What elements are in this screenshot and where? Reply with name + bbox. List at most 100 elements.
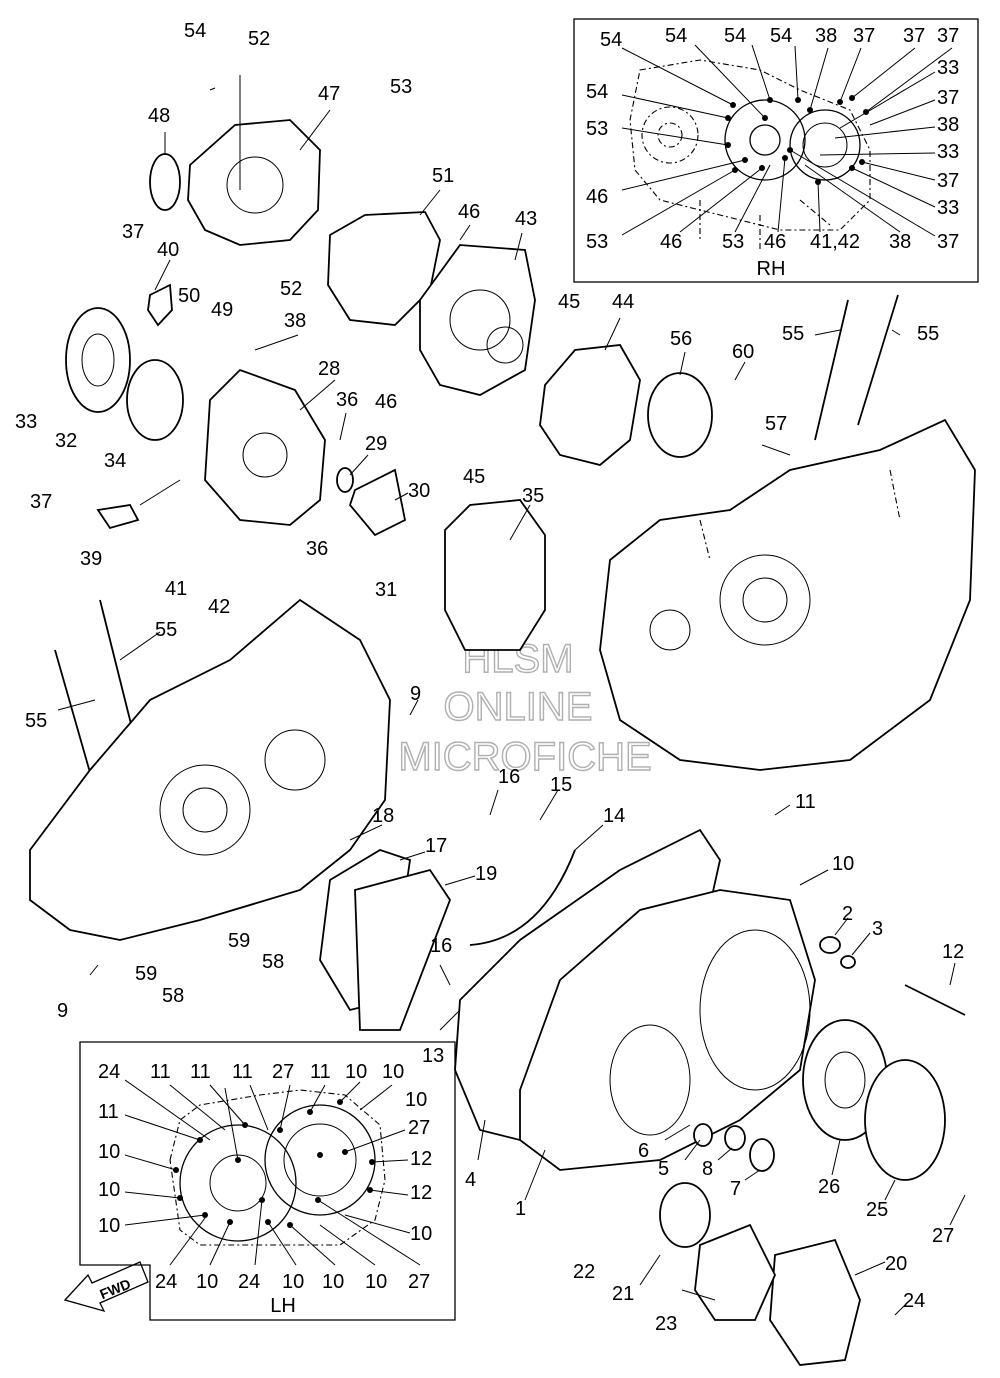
inset-lh-labels: 24 11 11 11 27 11 10 10 11 10 27 10 12 1… [98,1061,432,1317]
part-label: 55 [917,323,939,345]
inset-lh: FWD [63,1041,456,1321]
part-label: 10 [98,1179,120,1201]
part-label: 53 [390,76,412,98]
part-label: 37 [937,87,959,109]
part-label: 27 [932,1225,954,1247]
part-label: 47 [318,83,340,105]
part-label: 16 [430,935,452,957]
part-label: 58 [162,985,184,1007]
part-label: 37 [937,170,959,192]
part-label: 12 [410,1148,432,1170]
inset-caption: RH [757,258,786,280]
part-label: 12 [942,941,964,963]
part-label: 1 [515,1198,526,1220]
part-label: 33 [15,411,37,433]
fwd-arrow-icon: FWD [63,1261,149,1313]
part-label: 10 [410,1223,432,1245]
part-label: 10 [405,1089,427,1111]
part-label: 44 [612,291,634,313]
part-label: 5 [658,1158,669,1180]
part-label: 37 [122,221,144,243]
part-label: 6 [638,1140,649,1162]
part-label: 38 [889,231,911,253]
part-label: 18 [372,805,394,827]
part-label: 27 [408,1117,430,1139]
part-label: 54 [600,29,622,51]
part-label: 46 [458,201,480,223]
part-label: 55 [782,323,804,345]
fwd-badge: FWD [97,1276,133,1303]
part-label: 12 [410,1182,432,1204]
part-label: 33 [937,141,959,163]
part-label: 52 [280,278,302,300]
part-label: 58 [262,951,284,973]
part-label: 24 [238,1271,260,1293]
part-label: 40 [157,239,179,261]
part-label: 30 [408,480,430,502]
part-label: 15 [550,774,572,796]
part-label: 11 [98,1101,119,1123]
part-label: 11 [232,1061,253,1083]
part-label: 11 [190,1061,211,1083]
part-label: 33 [937,57,959,79]
part-label: 10 [322,1271,344,1293]
part-label: 3 [872,918,883,940]
part-label: 46 [375,391,397,413]
part-label: 24 [98,1061,120,1083]
part-label: 59 [135,963,157,985]
part-label: 14 [603,805,625,827]
part-label: 37 [853,25,875,47]
watermark-line: MICROFICHE [398,735,651,779]
part-label: 45 [558,291,580,313]
part-label: 54 [586,81,608,103]
part-label: 53 [586,118,608,140]
part-label: 54 [184,20,206,42]
part-label: 11 [795,791,816,813]
watermark: HLSM ONLINE MICROFICHE [398,636,653,779]
part-label: 56 [670,328,692,350]
part-label: 54 [724,25,746,47]
part-label: 20 [885,1253,907,1275]
part-label: 31 [375,579,397,601]
part-label: 60 [732,341,754,363]
part-label: 45 [463,466,485,488]
part-label: 38 [284,310,306,332]
part-label: 10 [382,1061,404,1083]
part-label: 54 [665,25,687,47]
part-label: 38 [937,114,959,136]
part-label: 55 [25,710,47,732]
part-label: 50 [178,285,200,307]
part-label: 55 [155,619,177,641]
part-label: 39 [80,548,102,570]
part-label: 8 [702,1158,713,1180]
part-label: 33 [937,197,959,219]
part-label: 37 [937,231,959,253]
part-label: 26 [818,1176,840,1198]
part-label: 37 [30,491,52,513]
part-label: 10 [196,1271,218,1293]
part-label: 21 [612,1283,634,1305]
part-label: 52 [248,28,270,50]
part-label: 2 [842,903,853,925]
part-label: 29 [365,433,387,455]
part-label: 37 [937,25,959,47]
part-label: 46 [586,186,608,208]
part-label: 42 [208,596,230,618]
part-label: 17 [425,835,447,857]
main-labels: 54 52 47 53 48 51 46 43 37 40 50 49 52 4… [15,20,964,1335]
part-label: 36 [306,538,328,560]
part-label: 53 [722,231,744,253]
part-label: 9 [410,683,421,705]
leader-lines [57,75,966,1316]
part-label: 46 [764,231,786,253]
part-shapes [29,119,976,1366]
part-label: 22 [573,1261,595,1283]
part-label: 19 [475,863,497,885]
part-label: 41 [165,578,187,600]
inset-caption: LH [270,1295,296,1317]
part-label: 59 [228,930,250,952]
part-label: 10 [98,1141,120,1163]
part-label: 10 [345,1061,367,1083]
part-label: 24 [903,1290,925,1312]
